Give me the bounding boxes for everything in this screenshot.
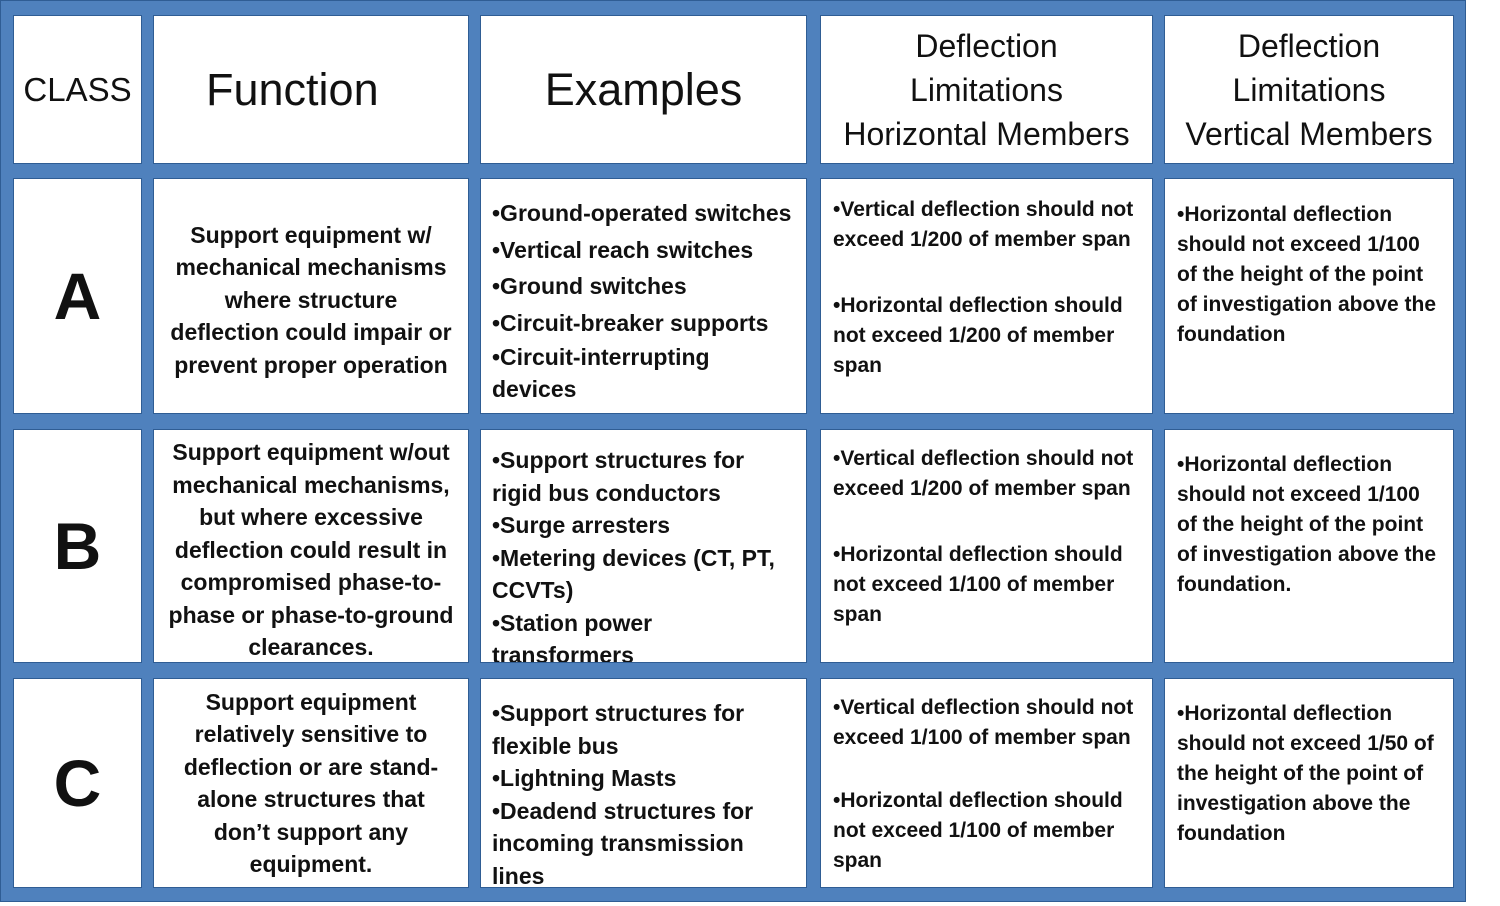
function-line: phase or phase-to-ground	[168, 601, 454, 628]
header-examples: Examples	[480, 15, 807, 164]
header-horizontal-members: Deflection Limitations Horizontal Member…	[820, 15, 1153, 164]
function-line: Support equipment w/	[190, 221, 432, 248]
function-line: but where excessive	[199, 504, 423, 530]
function-cell-c: Support equipment relatively sensitive t…	[153, 678, 469, 888]
example-item: •Support structures for flexible bus	[492, 700, 745, 759]
class-letter: A	[53, 259, 102, 333]
example-item: •Metering devices (CT, PT, CCVTs)	[492, 544, 775, 604]
class-letter: B	[53, 509, 102, 583]
class-cell-a: A	[13, 178, 142, 414]
header-horizontal-line-3: Horizontal Members	[843, 115, 1130, 152]
example-item: •Circuit-interrupting devices	[492, 344, 710, 402]
function-line: Support equipment w/out	[172, 439, 450, 465]
horizontal-limit-cell-b: •Vertical deflection should not exceed 1…	[820, 429, 1153, 663]
header-examples-text: Examples	[544, 63, 743, 115]
function-cell-a: Support equipment w/ mechanical mechanis…	[153, 178, 469, 414]
function-line: relatively sensitive to	[194, 721, 428, 747]
vertical-limit-cell-a: •Horizontal deflection should not exceed…	[1164, 178, 1454, 414]
header-vertical-line-1: Deflection	[1237, 27, 1381, 64]
horizontal-deflection-limit: •Horizontal deflection should not exceed…	[1177, 453, 1437, 596]
spacer	[833, 753, 1142, 786]
function-cell-b: Support equipment w/out mechanical mecha…	[153, 429, 469, 663]
example-item: •Station power transformers	[492, 609, 653, 669]
header-function-text: Function	[206, 63, 379, 115]
function-line: alone structures that	[197, 786, 425, 812]
function-line: don’t support any	[213, 818, 409, 845]
function-line: clearances.	[248, 634, 374, 660]
function-line: deflection could impair or	[170, 319, 452, 346]
function-line: Support equipment	[205, 688, 417, 715]
examples-cell-c: •Support structures for flexible bus •Li…	[480, 678, 807, 889]
vertical-limit-cell-b: •Horizontal deflection should not exceed…	[1164, 429, 1454, 663]
example-item: •Ground-operated switches	[492, 200, 792, 226]
examples-cell-a: •Ground-operated switches •Vertical reac…	[480, 178, 807, 414]
horizontal-deflection-limit: •Horizontal deflection should not exceed…	[833, 789, 1123, 872]
example-item: •Lightning Masts	[492, 765, 677, 791]
example-item: •Ground switches	[492, 273, 687, 299]
function-line: mechanical mechanisms,	[172, 471, 450, 498]
horizontal-deflection-limit: •Horizontal deflection should not exceed…	[1177, 203, 1437, 346]
horizontal-limit-cell-a: •Vertical deflection should not exceed 1…	[820, 178, 1153, 414]
horizontal-deflection-limit: •Horizontal deflection should not exceed…	[833, 543, 1123, 626]
vertical-deflection-limit: •Vertical deflection should not exceed 1…	[833, 198, 1134, 251]
example-item: •Vertical reach switches	[492, 236, 754, 263]
header-vertical-members: Deflection Limitations Vertical Members	[1164, 15, 1454, 164]
example-item: •Support structures for rigid bus conduc…	[492, 447, 745, 506]
class-cell-b: B	[13, 429, 142, 663]
function-line: compromised phase-to-	[180, 569, 442, 595]
spacer	[833, 255, 1142, 291]
example-item: •Circuit-breaker supports	[492, 309, 769, 336]
spacer	[833, 504, 1142, 540]
horizontal-deflection-limit: •Horizontal deflection should not exceed…	[833, 294, 1123, 377]
header-function: Function	[153, 15, 469, 164]
function-line: where structure	[224, 286, 398, 313]
header-vertical-line-3: Vertical Members	[1185, 115, 1433, 152]
header-horizontal-line-1: Deflection	[915, 27, 1058, 64]
function-line: equipment.	[249, 851, 373, 877]
class-cell-c: C	[13, 678, 142, 888]
function-line: mechanical mechanisms	[175, 254, 447, 281]
vertical-limit-cell-c: •Horizontal deflection should not exceed…	[1164, 678, 1454, 888]
class-letter: C	[53, 746, 102, 820]
vertical-deflection-limit: •Vertical deflection should not exceed 1…	[833, 696, 1134, 749]
examples-cell-b: •Support structures for rigid bus conduc…	[480, 429, 807, 668]
horizontal-limit-cell-c: •Vertical deflection should not exceed 1…	[820, 678, 1153, 888]
header-horizontal-line-2: Limitations	[910, 71, 1063, 108]
horizontal-deflection-limit: •Horizontal deflection should not exceed…	[1177, 702, 1434, 845]
header-vertical-line-2: Limitations	[1232, 71, 1386, 108]
example-item: •Deadend structures for incoming transmi…	[492, 797, 754, 889]
deflection-class-table: CLASS Function Examples Deflection Limit…	[0, 0, 1466, 902]
function-line: deflection or are stand-	[183, 753, 439, 780]
header-class-text: CLASS	[23, 70, 132, 108]
function-line: prevent proper operation	[174, 351, 448, 378]
header-class: CLASS	[13, 15, 142, 164]
example-item: •Surge arresters	[492, 512, 671, 538]
vertical-deflection-limit: •Vertical deflection should not exceed 1…	[833, 447, 1134, 500]
function-line: deflection could result in	[174, 536, 448, 563]
